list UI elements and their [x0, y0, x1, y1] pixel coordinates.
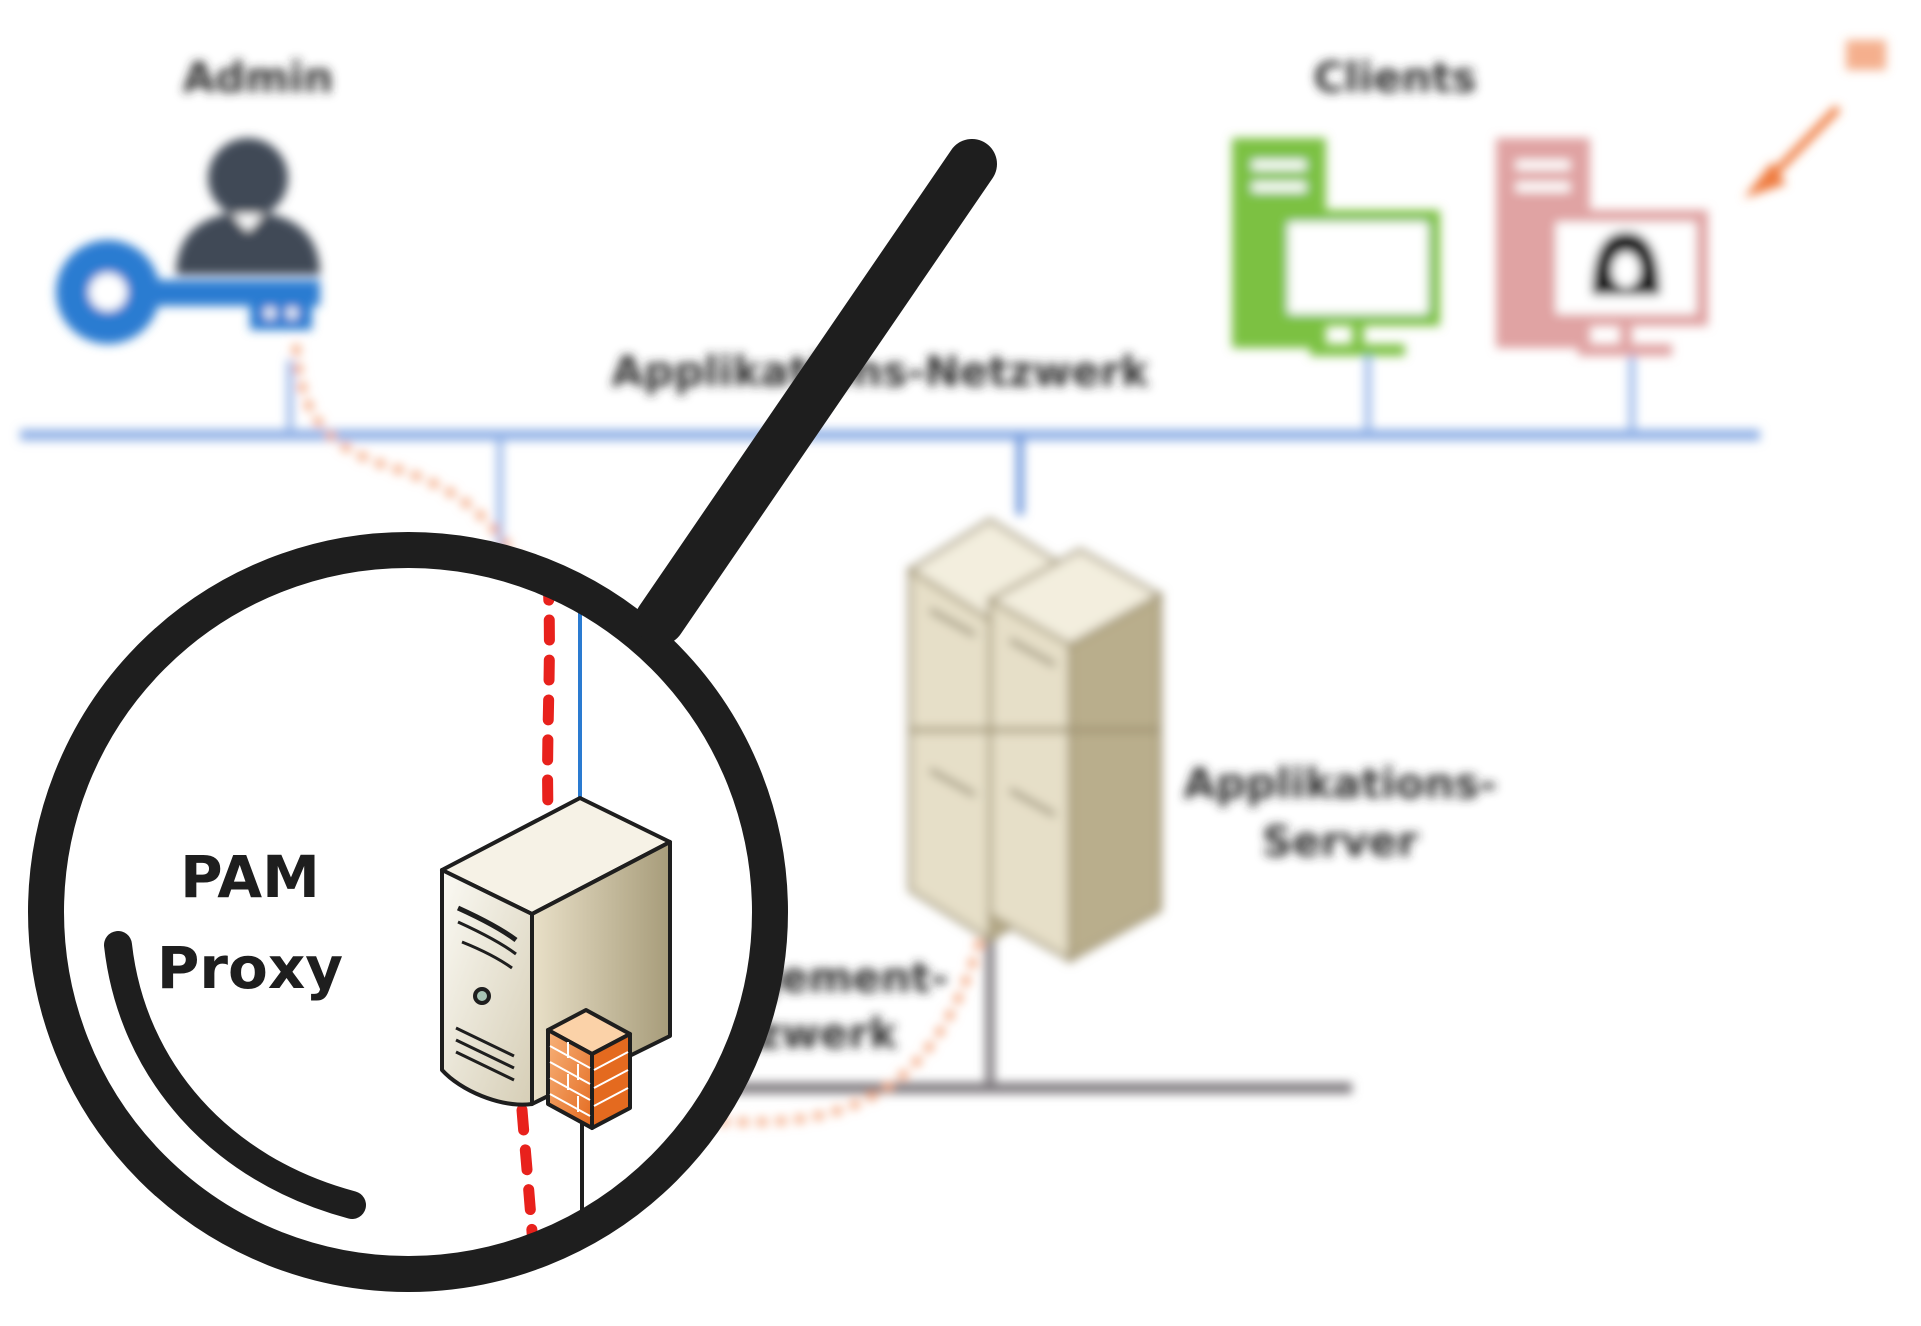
client-computer-icon [1232, 138, 1440, 356]
server-rack-icon [906, 517, 1165, 964]
key-icon [56, 240, 320, 344]
lens-glare [104, 931, 366, 1219]
proxy-server-route [699, 938, 984, 1127]
attack-arrow-icon [1744, 40, 1886, 198]
lens-content [440, 567, 753, 1257]
app-server-label-line2: Server [1262, 817, 1418, 866]
magnifier-icon: PAM Proxy [28, 139, 997, 1292]
admin-user-icon [176, 138, 320, 275]
background-layer: Admin Clients Applikations-Netzwerk Appl… [20, 40, 1886, 1127]
app-server-label-line1: Applikations- [1183, 759, 1496, 808]
app-network-label: Applikations-Netzwerk [611, 347, 1150, 396]
hacker-icon [1592, 232, 1660, 295]
pam-label-line1: PAM [180, 843, 320, 911]
lens-rim [28, 532, 788, 1292]
pam-label-line2: Proxy [157, 934, 343, 1002]
pam-route-upper [542, 574, 555, 816]
clients-label: Clients [1313, 53, 1476, 102]
magnifier-handle [635, 139, 997, 645]
admin-label: Admin [183, 53, 334, 102]
admin-route [292, 344, 544, 602]
compromised-computer-icon [1496, 138, 1708, 356]
firewall-icon [546, 1008, 632, 1130]
